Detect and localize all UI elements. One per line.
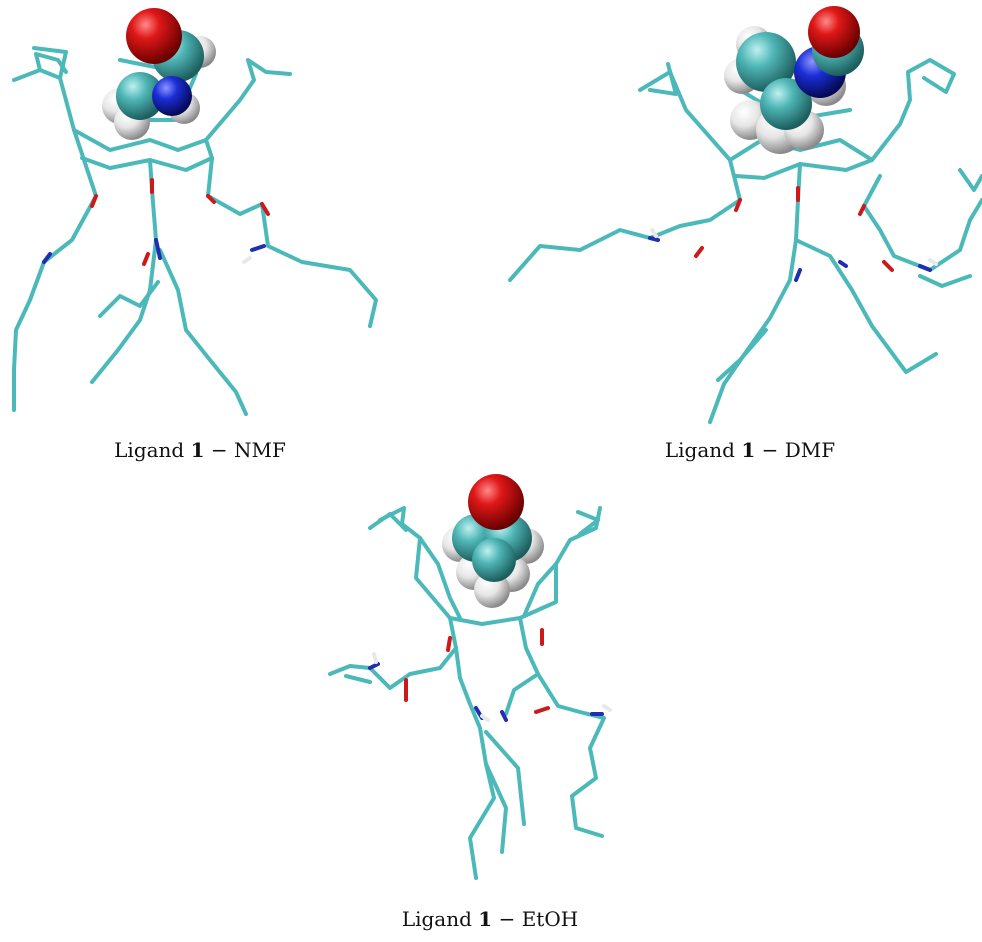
caption-solvent: DMF (784, 438, 836, 462)
molecule-panel-dmf (500, 0, 982, 430)
caption-nmf: Ligand 1 − NMF (90, 438, 310, 462)
caption-dmf: Ligand 1 − DMF (640, 438, 860, 462)
caption-number: 1 (190, 438, 205, 462)
caption-prefix: Ligand (664, 438, 735, 462)
molecule-render-dmf (508, 6, 982, 424)
solvent-spacefill-etoh (442, 474, 544, 608)
caption-separator: − (210, 438, 228, 462)
caption-etoh: Ligand 1 − EtOH (362, 907, 618, 931)
caption-solvent: EtOH (521, 907, 579, 931)
ligand-sticks-nmf (12, 46, 378, 416)
caption-prefix: Ligand (114, 438, 185, 462)
ligand-sticks-etoh (328, 506, 612, 880)
solvent-spacefill-dmf (724, 6, 864, 154)
caption-number: 1 (741, 438, 756, 462)
ligand-sticks-dmf (508, 58, 982, 424)
caption-separator: − (761, 438, 779, 462)
molecule-render-nmf (12, 8, 378, 416)
molecule-render-etoh (328, 474, 612, 880)
caption-separator: − (498, 907, 516, 931)
solvent-spacefill-nmf (102, 8, 216, 140)
caption-prefix: Ligand (401, 907, 472, 931)
molecule-panel-etoh (310, 468, 670, 900)
caption-number: 1 (478, 907, 493, 931)
molecule-panel-nmf (0, 0, 400, 420)
caption-solvent: NMF (234, 438, 286, 462)
